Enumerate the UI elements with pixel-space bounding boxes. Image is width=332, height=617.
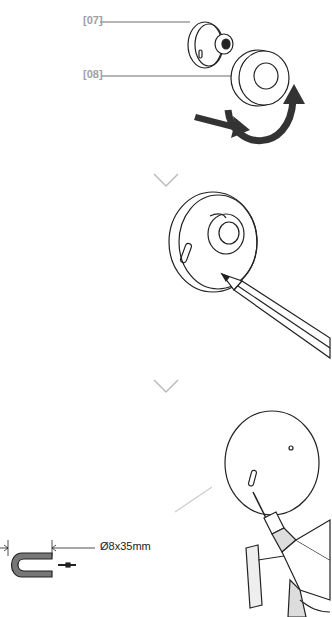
wall-plug: [0, 540, 95, 577]
pointer-line: [175, 487, 212, 512]
cover-cap: [231, 50, 289, 106]
drill: [246, 492, 330, 617]
wall-outline: [225, 411, 319, 515]
callout-number: [08]: [83, 68, 103, 81]
leader-line: [100, 22, 190, 23]
step-chevron: [154, 380, 178, 392]
callout-number: [07]: [83, 14, 103, 27]
pencil: [222, 274, 330, 358]
step-chevron: [154, 174, 178, 186]
wall-plate: [188, 22, 233, 68]
wall-plate: [169, 192, 257, 292]
rotate-arrow: [228, 84, 305, 141]
leader-line: [102, 76, 245, 77]
dimension-label: Ø8x35mm: [100, 540, 151, 553]
